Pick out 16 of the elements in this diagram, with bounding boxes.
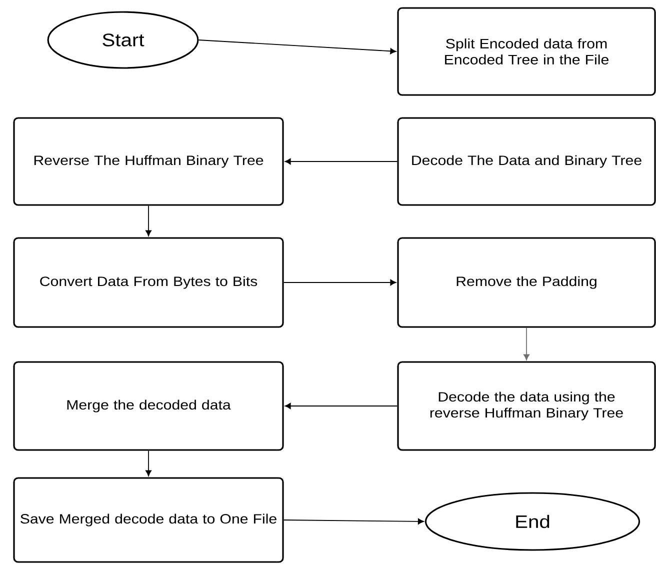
arrow bbox=[198, 40, 396, 54]
process-box: Save Merged decode data to One File bbox=[13, 477, 284, 563]
arrow bbox=[145, 450, 152, 476]
process-box: Merge the decoded data bbox=[13, 361, 284, 451]
arrow bbox=[284, 402, 398, 410]
process-box: Split Encoded data from Encoded Tree in the File bbox=[397, 7, 656, 96]
arrow bbox=[145, 205, 152, 236]
process-box: Decode The Data and Binary Tree bbox=[397, 117, 656, 206]
arrow bbox=[283, 279, 396, 286]
arrow bbox=[523, 327, 530, 360]
process-box: Decode the data using the reverse Huffman Binary Tree bbox=[397, 361, 656, 451]
process-box: Convert Data From Bytes to Bits bbox=[13, 237, 284, 328]
arrow bbox=[283, 518, 424, 524]
process-box: Reverse The Huffman Binary Tree bbox=[13, 117, 284, 206]
arrow bbox=[284, 158, 398, 165]
process-box: Remove the Padding bbox=[397, 237, 656, 328]
